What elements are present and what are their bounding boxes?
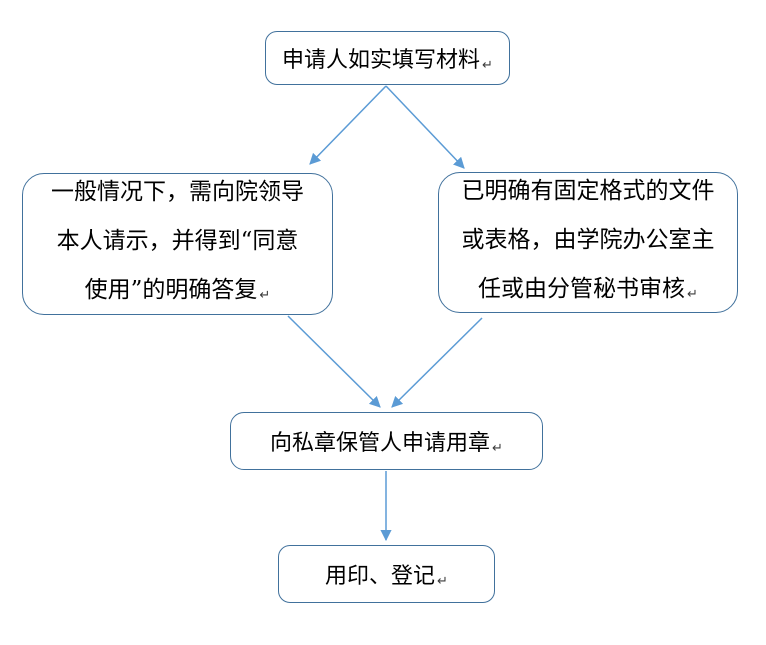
node-text: 向私章保管人申请用章 [270,431,491,456]
flow-node-office-review: 已明确有固定格式的文件 或表格，由学院办公室主 任或由分管秘书审核↵ [438,172,738,313]
connector-right-to-apply-icon [391,317,483,408]
connector-left-to-apply-icon [287,315,381,408]
return-mark-icon: ↵ [687,286,698,302]
node-text-line: 使用”的明确答复↵ [85,266,271,320]
node-text-line: 用印、登记↵ [325,558,448,590]
connector-start-to-left-icon [309,85,387,165]
return-mark-icon: ↵ [492,441,503,456]
return-mark-icon: ↵ [437,574,448,589]
node-text-line: 已明确有固定格式的文件 [461,177,715,204]
node-text: 申请人如实填写材料 [282,48,481,73]
node-text-line: 一般情况下，需向院领导 [51,179,304,205]
node-text-line: 本人请示，并得到“同意 [56,228,299,254]
flow-node-stamp-register: 用印、登记↵ [278,545,495,603]
node-text-line: 任或由分管秘书审核↵ [478,265,698,319]
flow-node-apply-seal: 向私章保管人申请用章↵ [230,412,543,470]
return-mark-icon: ↵ [482,58,493,73]
node-text: 任或由分管秘书审核 [478,275,686,302]
connector-start-to-right-icon [385,85,465,169]
node-text-line: 或表格，由学院办公室主 [461,226,715,253]
node-text: 用印、登记 [325,564,436,589]
node-text-line: 申请人如实填写材料↵ [282,42,493,74]
flow-node-start: 申请人如实填写材料↵ [265,31,510,85]
node-text: 使用”的明确答复 [84,277,258,303]
node-text-line: 向私章保管人申请用章↵ [270,425,503,457]
return-mark-icon: ↵ [259,288,271,303]
flow-node-leader-approval: 一般情况下，需向院领导 本人请示，并得到“同意 使用”的明确答复↵ [22,173,333,315]
